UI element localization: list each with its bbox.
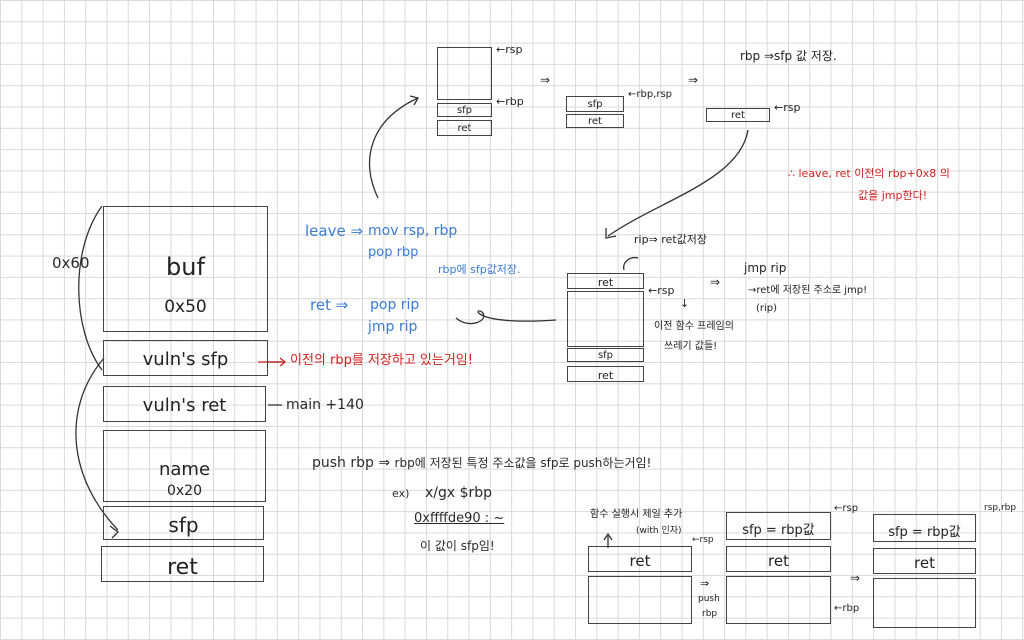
name-box: name 0x20	[103, 430, 266, 502]
curve-ret-to-mid	[455, 310, 557, 325]
jmp-rip-label: jmp rip	[744, 261, 787, 275]
push-rbp-arrow-1: push	[698, 594, 720, 604]
bottom-3-ret-label: ret	[914, 554, 935, 572]
buf-box: buf 0x50	[103, 206, 268, 332]
top-stack-1-sfp: sfp	[437, 103, 492, 117]
top-arrow-2: ⇒	[688, 73, 699, 87]
top-rbp-rsp: ←rbp,rsp	[628, 89, 673, 100]
bottom-1-ret-box: ret	[588, 546, 692, 572]
ret-instr-label: ret	[310, 296, 331, 314]
top-stack-1-ret: ret	[437, 120, 492, 136]
sfp-value-note: 이 값이 sfp임!	[420, 539, 495, 553]
note-main-140: main +140	[286, 397, 364, 413]
vuln-sfp-label: vuln's sfp	[142, 349, 229, 370]
frame-note-1: 이전 함수 프레임의	[654, 321, 734, 332]
top-rbp-1: ←rbp	[496, 95, 524, 108]
addr-value: 0xffffde90 : ~	[414, 511, 505, 526]
jmp-note-rip: (rip)	[756, 303, 778, 314]
top-ret-2: ret	[588, 116, 602, 127]
bottom-caption-2: (with 인자)	[636, 526, 682, 536]
top-stack-1-body	[437, 47, 492, 100]
mid-body-box	[567, 291, 644, 347]
mid-arrow: ⇒	[710, 275, 721, 289]
curve-to-top-stack	[369, 97, 419, 199]
bottom-arrow-2: ⇒	[850, 571, 861, 585]
bottom-2-ret-label: ret	[768, 552, 789, 570]
mid-ret-box: ret	[567, 273, 644, 289]
curve-top-to-mid	[607, 129, 749, 237]
bottom-3-sfp-label: sfp = rbp값	[888, 525, 961, 540]
sfp-label: sfp	[168, 513, 199, 537]
push-rbp-arrow-2: rbp	[702, 609, 718, 619]
brace-0x60	[78, 205, 103, 371]
ret-box: ret	[101, 546, 264, 582]
name-size-label: 0x20	[166, 483, 202, 499]
push-rbp-label: push rbp	[312, 455, 374, 471]
bottom-3-rsp-rbp: rsp,rbp	[984, 503, 1017, 513]
conclusion-line1: ∴ leave, ret 이전의 rbp+0x8 의	[788, 167, 950, 180]
bottom-2-rsp: ←rsp	[834, 503, 859, 514]
top-sfp-1: sfp	[456, 105, 473, 116]
vuln-ret-box: vuln's ret	[103, 386, 266, 422]
sfp-box: sfp	[103, 506, 264, 540]
mid-ret2-box: ret	[567, 366, 644, 382]
ret-label: ret	[167, 555, 198, 580]
push-rbp-line: push rbp ⇒ rbp에 저장된 특정 주소값을 sfp로 push하는거…	[312, 455, 652, 471]
name-label: name	[158, 459, 211, 480]
top-arrow-1: ⇒	[540, 73, 551, 87]
ret-jmp-rip: jmp rip	[368, 319, 418, 335]
rip-note: rip⇒ ret값저장	[634, 233, 707, 246]
gdb-cmd: x/gx $rbp	[425, 485, 493, 501]
frame-note-2: 쓰레기 값들!	[664, 341, 718, 352]
mid-rsp: ←rsp	[648, 284, 675, 297]
bottom-2-body-box	[726, 576, 831, 624]
mid-ret2-label: ret	[597, 369, 614, 382]
bottom-2-sfp-box: sfp = rbp값	[726, 512, 831, 540]
top-right-note: rbp ⇒sfp 값 저장.	[740, 49, 837, 63]
jmp-note: →ret에 저장된 주소로 jmp!	[748, 285, 868, 296]
leave-keyword: leave ⇒	[305, 222, 364, 240]
bottom-3-body-box	[873, 578, 976, 628]
leave-pop: pop rbp	[368, 245, 419, 260]
top-stack-2-ret: ret	[566, 114, 624, 128]
bottom-2-rbp: ←rbp	[834, 603, 860, 614]
offset-0x60-label: 0x60	[52, 254, 90, 272]
bottom-3-ret-box: ret	[873, 548, 976, 574]
top-ret-3: ret	[731, 110, 745, 121]
note-sfp-prev-rbp: 이전의 rbp를 저장하고 있는거임!	[290, 353, 473, 368]
top-stack-3-ret: ret	[706, 108, 770, 122]
mid-sfp-label: sfp	[597, 350, 614, 361]
bottom-caption-1: 함수 실행시 제일 추가	[590, 509, 683, 520]
leave-mov: mov rsp, rbp	[368, 223, 458, 239]
ret-keyword: ret ⇒	[310, 296, 349, 314]
push-rbp-desc: rbp에 저장된 특정 주소값을 sfp로 push하는거임!	[394, 456, 652, 470]
top-stack-2-sfp: sfp	[566, 96, 624, 112]
mid-ret-label: ret	[597, 276, 614, 289]
bottom-1-rsp: ←rsp	[692, 535, 714, 545]
bottom-1-ret-label: ret	[629, 552, 651, 570]
leave-note: rbp에 sfp값저장.	[438, 263, 521, 276]
buf-label: buf	[166, 253, 205, 281]
conclusion-line2: 값을 jmp한다!	[858, 189, 928, 202]
ret-pop-rip: pop rip	[370, 297, 420, 313]
mid-sfp-box: sfp	[567, 348, 644, 362]
vuln-sfp-box: vuln's sfp	[103, 340, 268, 376]
bottom-1-body-box	[588, 576, 692, 624]
push-arrow: ⇒	[700, 577, 710, 590]
leave-label: leave	[305, 222, 346, 240]
bottom-2-ret-box: ret	[726, 546, 831, 572]
buf-size-label: 0x50	[164, 297, 207, 317]
bottom-2-sfp-label: sfp = rbp값	[742, 523, 815, 538]
top-rsp-3: ←rsp	[774, 101, 801, 114]
vuln-ret-label: vuln's ret	[142, 395, 227, 416]
top-rsp-1: ←rsp	[496, 43, 523, 56]
mid-down-arrow: ↓	[680, 297, 690, 310]
top-sfp-2: sfp	[587, 99, 603, 110]
bottom-3-sfp-box: sfp = rbp값	[873, 514, 976, 542]
top-ret-1: ret	[457, 123, 472, 134]
ex-label: ex)	[392, 487, 410, 500]
